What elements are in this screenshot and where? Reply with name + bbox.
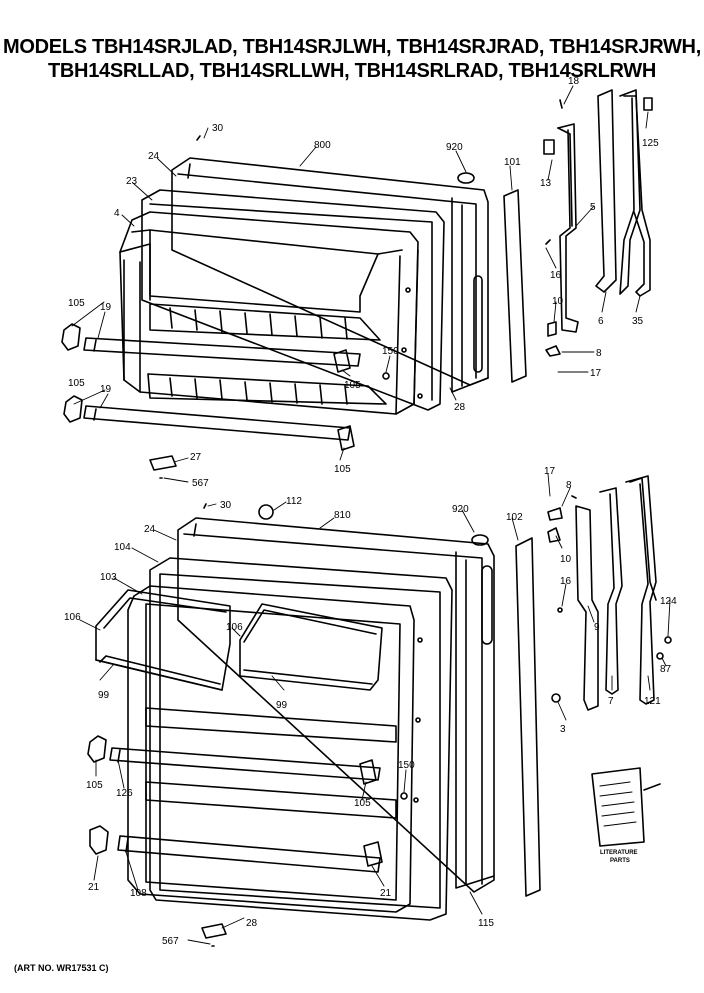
callout-28: 28 [454,402,466,413]
callout-9: 9 [594,622,600,633]
callout-16: 16 [550,270,562,281]
freezer-door-assembly [61,135,489,479]
callout-4: 4 [114,208,120,219]
callout-99: 99 [276,700,288,711]
callout-5: 5 [590,202,596,213]
fresh-food-door-assembly [87,503,495,947]
callout-121: 121 [644,696,661,707]
callout-920: 920 [446,142,463,153]
models-title-line-2: TBH14SRLLAD, TBH14SRLLWH, TBH14SRLRAD, T… [47,60,656,82]
callout-567: 567 [162,936,179,947]
callout-17: 17 [590,368,602,379]
callout-567: 567 [192,478,209,489]
trim-strip-101 [503,189,527,383]
callout-13: 13 [540,178,552,189]
leader-lines [71,85,671,945]
callout-103: 103 [100,572,117,583]
callout-124: 124 [660,596,677,607]
callout-24: 24 [148,151,160,162]
callout-30: 30 [220,500,232,511]
callout-106: 106 [226,622,243,633]
callout-101: 101 [504,157,521,168]
callout-16: 16 [560,576,572,587]
callout-19: 19 [100,302,112,313]
callout-105: 105 [354,798,371,809]
callout-112: 112 [286,496,302,507]
callout-104: 104 [114,542,131,553]
callout-19: 19 [100,384,112,395]
callout-7: 7 [608,696,614,707]
callout-126: 126 [116,788,133,799]
callout-3: 3 [560,724,566,735]
callout-115: 115 [478,918,494,929]
callout-18: 18 [568,76,580,87]
callout-21: 21 [88,882,100,893]
callout-21: 21 [380,888,392,899]
literature-label-line-1: LITERATURE [600,850,638,856]
callout-106: 106 [64,612,81,623]
callout-8: 8 [566,480,572,491]
callout-800: 800 [314,140,331,151]
callout-23: 23 [126,176,138,187]
callout-10: 10 [552,296,564,307]
literature-parts-booklet [591,767,661,847]
callout-105: 105 [68,378,85,389]
callout-105: 105 [86,780,103,791]
callout-125: 125 [642,138,659,149]
callout-35: 35 [632,316,644,327]
callout-27: 27 [190,452,202,463]
art-number: (ART NO. WR17531 C) [14,963,109,973]
callout-17: 17 [544,466,556,477]
callout-108: 108 [130,888,147,899]
callout-6: 6 [598,316,604,327]
trim-strip-102 [515,537,541,897]
callout-105: 105 [344,380,361,391]
callout-150: 150 [382,346,399,357]
callout-87: 87 [660,664,672,675]
callout-920: 920 [452,504,469,515]
callout-99: 99 [98,690,110,701]
callout-105: 105 [334,464,351,475]
callout-150: 150 [398,760,415,771]
callout-24: 24 [144,524,156,535]
callout-105: 105 [68,298,85,309]
callout-28: 28 [246,918,258,929]
literature-label-line-2: PARTS [610,858,630,864]
callout-10: 10 [560,554,572,565]
callout-102: 102 [506,512,523,523]
callout-30: 30 [212,123,224,134]
upper-handle-assembly [543,89,653,357]
models-title-line-1: MODELS TBH14SRJLAD, TBH14SRJLWH, TBH14SR… [3,36,701,58]
lower-handle-assembly [547,475,672,711]
callout-810: 810 [334,510,351,521]
callout-labels: 30 800 920 24 23 4 101 18 13 125 5 16 10… [64,76,677,947]
callout-8: 8 [596,348,602,359]
